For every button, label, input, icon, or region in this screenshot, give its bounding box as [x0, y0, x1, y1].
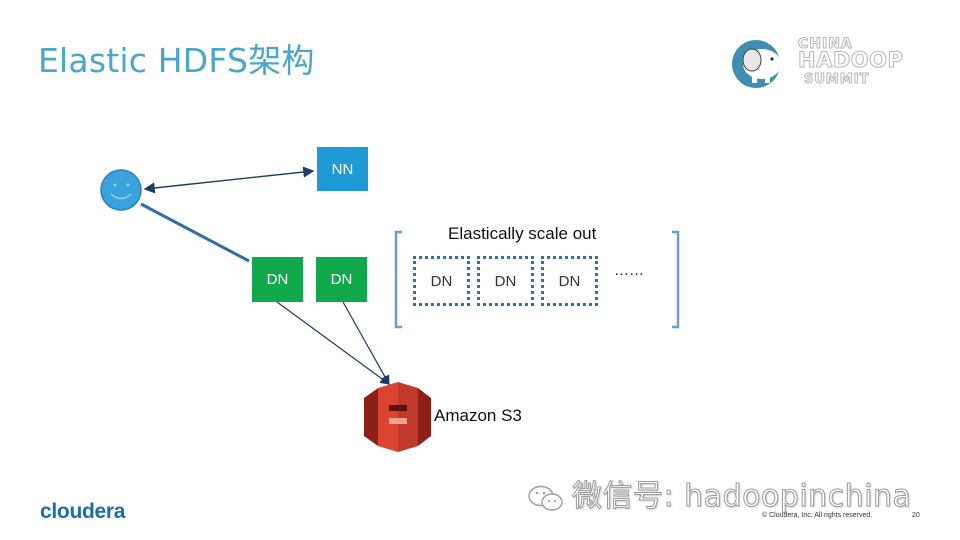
page-number: 20: [912, 512, 920, 519]
china-hadoop-summit-logo: CHINA HADOOP SUMMIT: [728, 34, 903, 92]
wechat-watermark: 微信号: hadoopinchina: [526, 471, 911, 515]
elastic-scale-label: Elastically scale out: [448, 224, 597, 243]
logo-line-hadoop: HADOOP: [797, 48, 904, 73]
datanode2-s3-arrow: [342, 301, 390, 386]
client-datanode-connector: [140, 202, 250, 263]
amazon-s3-label: Amazon S3: [434, 406, 522, 425]
elastic-datanode-box: DN: [477, 256, 534, 306]
elastic-datanode-box: DN: [413, 256, 470, 306]
logo-line-china: CHINA: [798, 36, 853, 53]
client-namenode-arrow: [143, 166, 315, 194]
wechat-icon: [528, 485, 563, 511]
namenode-box: NN: [317, 147, 368, 191]
cloudera-logo: cloudera: [40, 500, 126, 523]
datanode-box: DN: [252, 257, 303, 302]
amazon-s3-icon: [364, 382, 431, 452]
logo-line-summit: SUMMIT: [804, 72, 870, 88]
elastic-datanode-box: DN: [541, 256, 598, 306]
wechat-watermark-text: 微信号: hadoopinchina: [571, 479, 912, 515]
client-smiley-icon: [100, 169, 142, 211]
elastic-ellipsis: ……: [614, 262, 644, 279]
datanode-box: DN: [316, 257, 367, 302]
elephant-icon: [742, 48, 785, 83]
datanode1-s3-arrow: [276, 301, 390, 385]
slide-title: Elastic HDFS架构: [38, 41, 315, 80]
elastic-group-bracket: [394, 230, 680, 329]
copyright-notice: © Cloudera, Inc. All rights reserved.: [762, 512, 873, 519]
